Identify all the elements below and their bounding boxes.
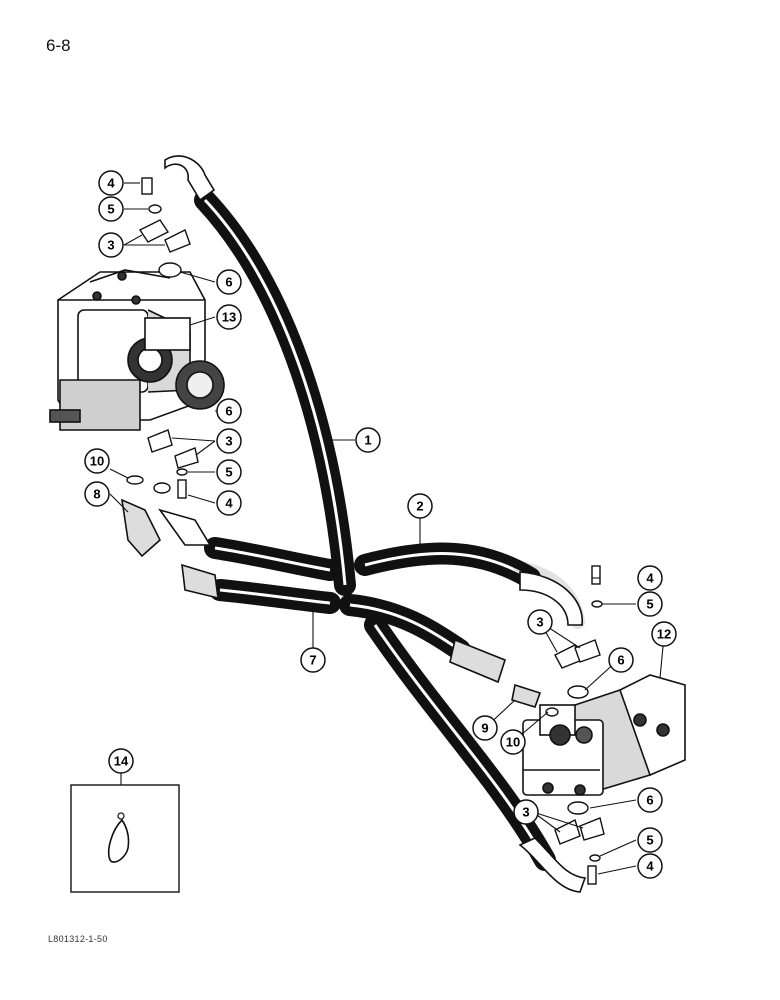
callout-3d: 3 [513,799,539,825]
svg-text:8: 8 [93,487,100,502]
callout-10b: 10 [500,729,526,755]
svg-text:10: 10 [90,454,104,469]
callout-7: 7 [300,647,326,673]
svg-text:5: 5 [646,597,653,612]
callout-14: 14 [108,748,134,774]
callout-3c: 3 [527,609,553,635]
pump-right [522,674,686,796]
svg-text:5: 5 [646,833,653,848]
callout-8: 8 [84,481,110,507]
callout-4d: 4 [637,853,663,879]
page-number: 6-8 [46,36,71,55]
svg-text:9: 9 [481,721,488,736]
hose-1 [194,189,356,596]
callout-9: 9 [472,715,498,741]
figure-code: L801312-1-50 [48,934,108,944]
callouts: 4 5 3 6 13 6 3 5 4 10 8 1 2 7 4 5 3 12 6… [84,170,677,879]
callout-6c: 6 [608,647,634,673]
callout-4a: 4 [98,170,124,196]
svg-text:6: 6 [646,793,653,808]
hose-7 [209,579,471,661]
hose-clamp-icon [107,818,130,863]
svg-text:6: 6 [225,404,232,419]
svg-text:12: 12 [657,627,671,642]
svg-text:5: 5 [107,202,114,217]
svg-text:2: 2 [416,499,423,514]
callout-4c: 4 [637,565,663,591]
svg-text:6: 6 [617,653,624,668]
callout-3a: 3 [98,232,124,258]
callout-6d: 6 [637,787,663,813]
svg-text:4: 4 [107,176,115,191]
svg-text:3: 3 [107,238,114,253]
hose-2-left [204,537,341,581]
svg-text:3: 3 [225,434,232,449]
callout-10a: 10 [84,448,110,474]
svg-text:6: 6 [225,275,232,290]
svg-text:5: 5 [225,465,232,480]
callout-12: 12 [651,621,677,647]
callout-5b: 5 [216,459,242,485]
callout-5d: 5 [637,827,663,853]
svg-text:7: 7 [309,653,316,668]
callout-3b: 3 [216,428,242,454]
svg-text:3: 3 [536,615,543,630]
callout-2: 2 [407,493,433,519]
svg-text:3: 3 [522,805,529,820]
svg-text:14: 14 [114,754,129,769]
hose-fittings [120,155,587,893]
callout-6b: 6 [216,398,242,424]
svg-text:4: 4 [225,496,233,511]
svg-text:4: 4 [646,859,654,874]
svg-text:1: 1 [364,433,371,448]
svg-text:10: 10 [506,735,520,750]
callout-5c: 5 [637,591,663,617]
hose-1-lower [364,614,556,871]
callout-6a: 6 [216,269,242,295]
svg-text:13: 13 [222,310,236,325]
svg-text:4: 4 [646,571,654,586]
inset-box-14 [70,773,180,893]
callout-5a: 5 [98,196,124,222]
pump-left [49,269,225,431]
callout-1: 1 [355,427,381,453]
callout-4b: 4 [216,490,242,516]
callout-13: 13 [216,304,242,330]
